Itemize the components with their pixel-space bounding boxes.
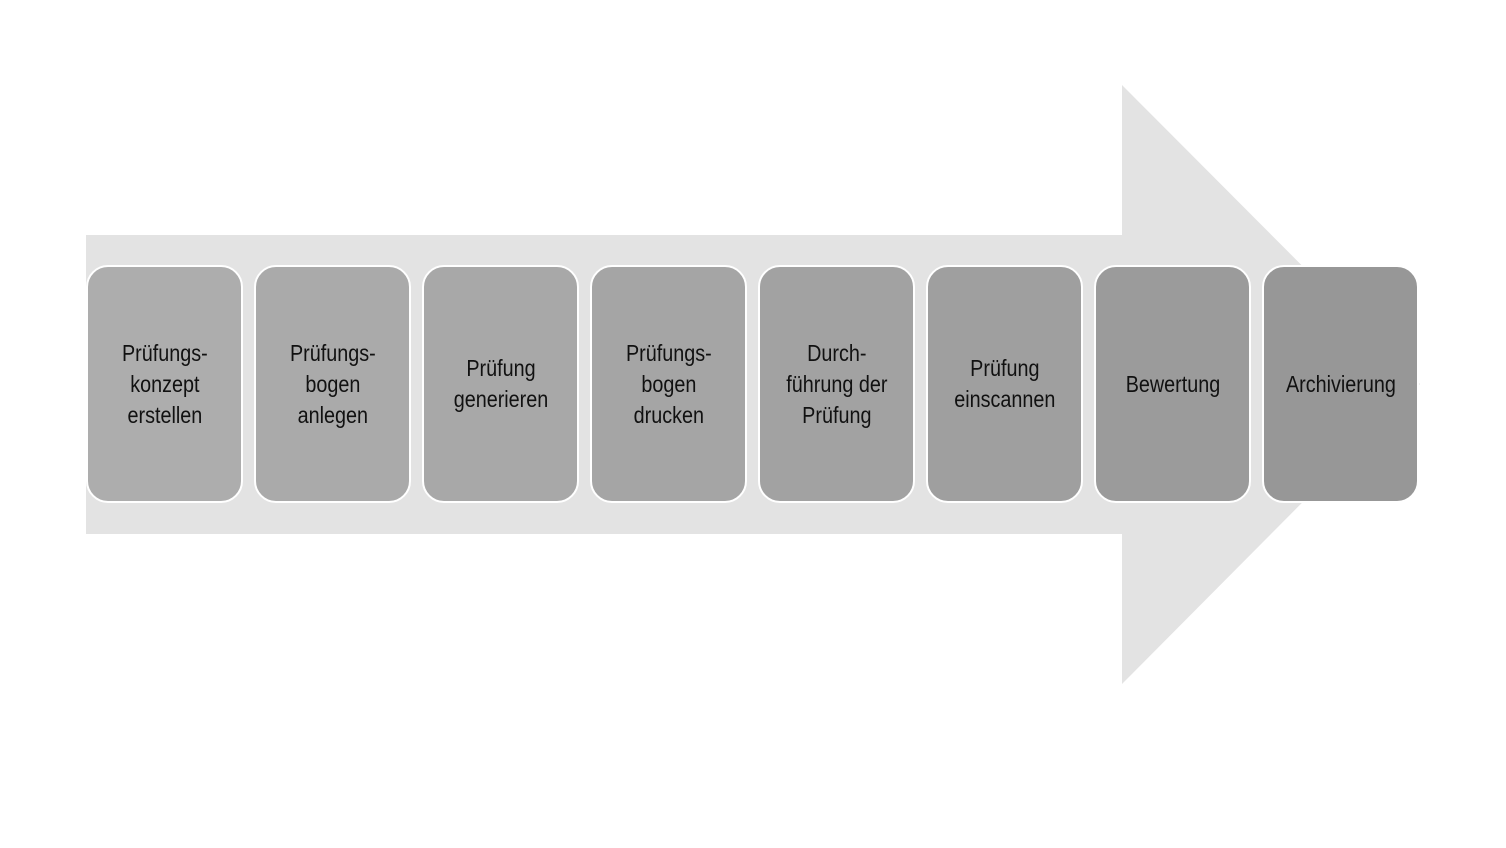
step-label: Prüfungs- bogen drucken [625,339,712,428]
step-pruefung-generieren: Prüfung generieren [422,265,579,503]
step-pruefungsbogen-anlegen: Prüfungs- bogen anlegen [254,265,411,503]
step-label: Bewertung [1125,370,1220,397]
step-bewertung: Bewertung [1094,265,1251,503]
step-pruefungsbogen-drucken: Prüfungs- bogen drucken [590,265,747,503]
step-pruefungskonzept-erstellen: Prüfungs- konzept erstellen [86,265,243,503]
step-label: Durch- führung der Prüfung [785,339,888,428]
step-pruefung-einscannen: Prüfung einscannen [926,265,1083,503]
step-label: Archivierung [1285,370,1396,397]
step-durchfuehrung-der-pruefung: Durch- führung der Prüfung [758,265,915,503]
step-archivierung: Archivierung [1262,265,1419,503]
step-label: Prüfung einscannen [953,355,1056,412]
step-label: Prüfungs- bogen anlegen [289,339,376,428]
arrow-shape [86,85,1420,684]
step-label: Prüfung generieren [453,355,548,412]
step-label: Prüfungs- konzept erstellen [121,339,208,428]
